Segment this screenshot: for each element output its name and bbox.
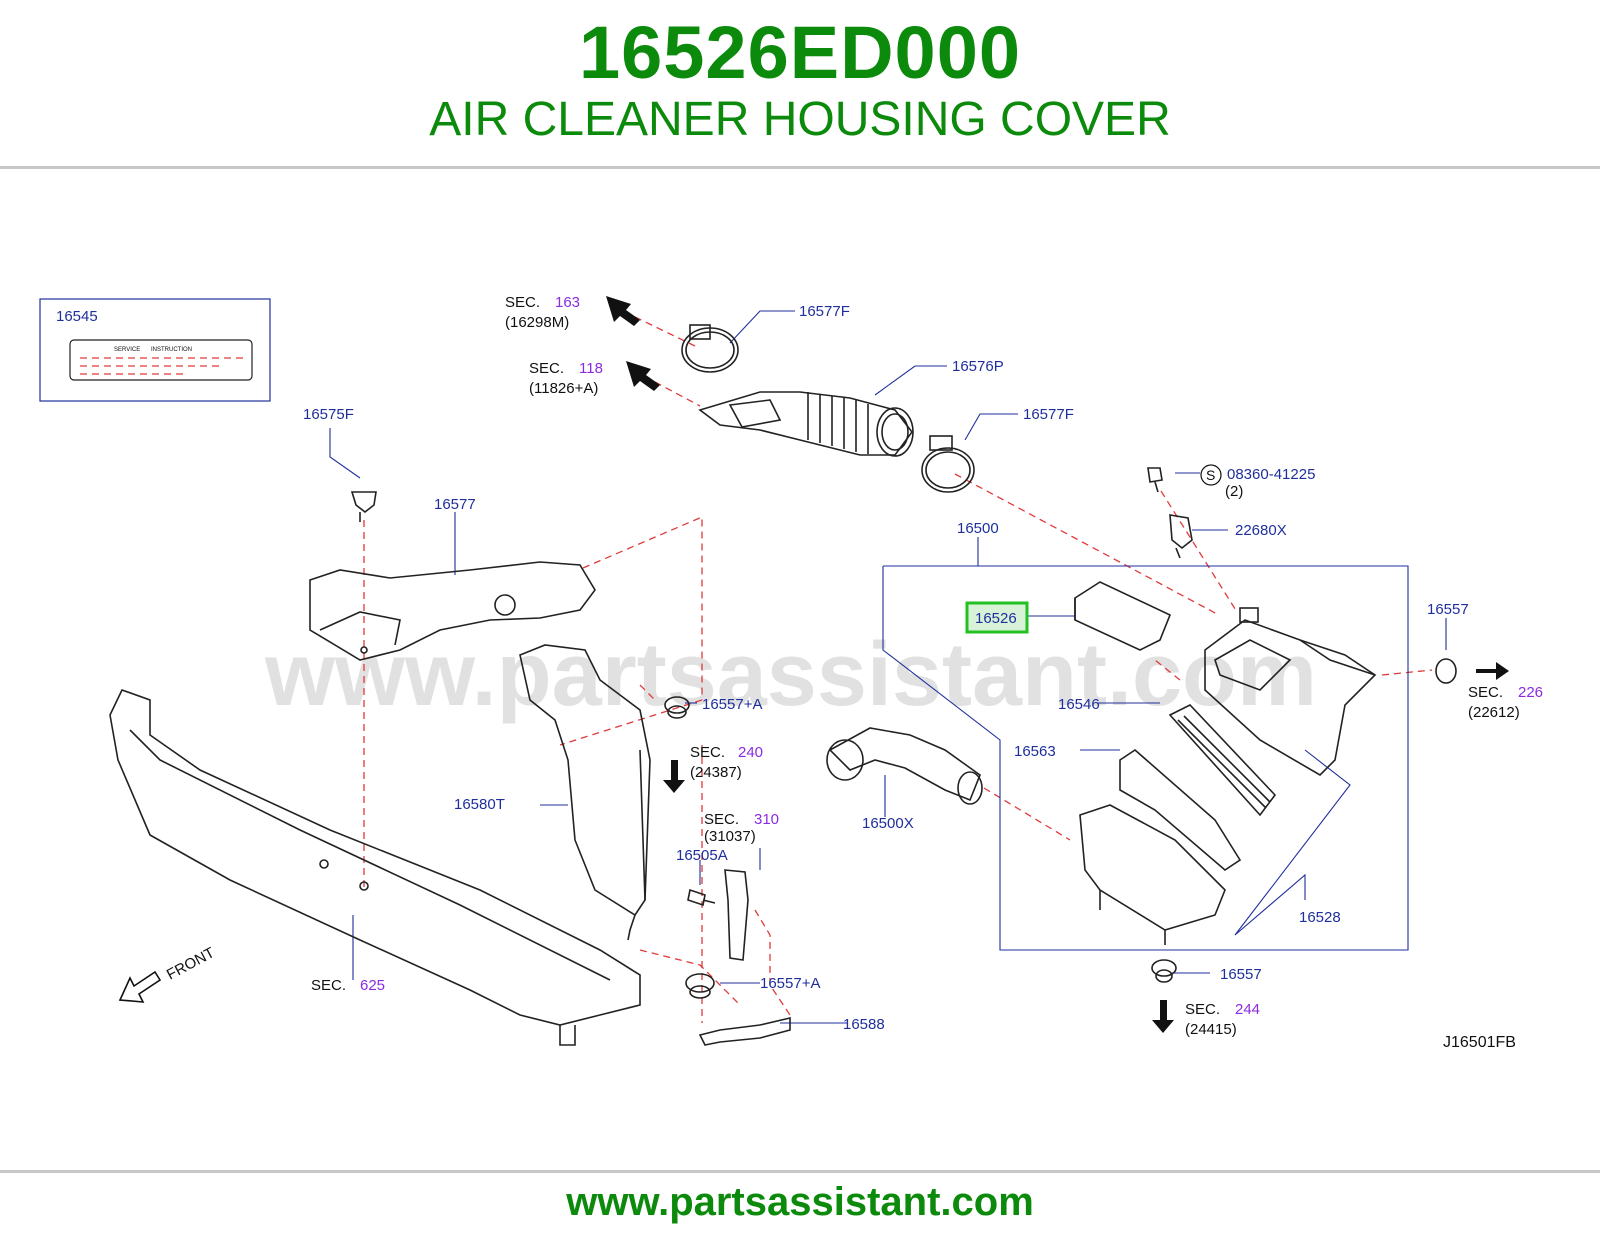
direction-arrows <box>118 296 1509 1033</box>
label-16557A-upper[interactable]: 16557+A <box>702 696 762 713</box>
sec-226-prefix: SEC. <box>1468 684 1503 701</box>
page-header: 16526ED000 AIR CLEANER HOUSING COVER <box>0 0 1600 168</box>
label-16505A[interactable]: 16505A <box>676 847 728 864</box>
bracket-16588[interactable] <box>698 1016 791 1046</box>
sec-163-number[interactable]: 163 <box>555 294 580 311</box>
element-16526[interactable] <box>1074 581 1172 651</box>
label-16557A-lower[interactable]: 16557+A <box>760 975 820 992</box>
label-16557-bottom[interactable]: 16557 <box>1220 966 1262 983</box>
label-16528[interactable]: 16528 <box>1299 909 1341 926</box>
air-cleaner-upper-housing[interactable] <box>1204 607 1377 777</box>
resonator-16580T[interactable] <box>519 644 651 941</box>
sec-240-prefix: SEC. <box>690 744 725 761</box>
bolt-08360-41225[interactable] <box>1147 467 1163 493</box>
air-duct-16577[interactable] <box>309 561 596 661</box>
sec-163-prefix: SEC. <box>505 294 540 311</box>
footer-website-link[interactable]: www.partsassistant.com <box>566 1180 1034 1224</box>
clip-16575F[interactable] <box>350 491 377 522</box>
label-16500[interactable]: 16500 <box>957 520 999 537</box>
leader-lines <box>329 310 1447 1024</box>
label-16545[interactable]: 16545 <box>56 308 98 325</box>
label-16526[interactable]: 16526 <box>975 610 1017 627</box>
sec-226-number[interactable]: 226 <box>1518 684 1543 701</box>
air-cleaner-lower-housing[interactable] <box>1079 804 1226 945</box>
grommet-16557-right[interactable] <box>1435 658 1457 684</box>
sec-625-prefix: SEC. <box>311 977 346 994</box>
diagram-code: J16501FB <box>1443 1034 1516 1051</box>
label-08360-41225[interactable]: 08360-41225 <box>1227 466 1315 483</box>
grommet-16557A-lower[interactable] <box>685 973 715 999</box>
part-number-title: 16526ED000 <box>578 11 1022 94</box>
part-name-subtitle: AIR CLEANER HOUSING COVER <box>429 93 1171 146</box>
bolt-16505A[interactable] <box>687 888 716 907</box>
core-support-sec-625[interactable] <box>109 689 641 1046</box>
label-16580T[interactable]: 16580T <box>454 796 505 813</box>
sec-240-sub: (24387) <box>690 764 742 781</box>
label-16500X[interactable]: 16500X <box>862 815 914 832</box>
sec-310-prefix: SEC. <box>704 811 739 828</box>
filter-element-16546[interactable] <box>1168 704 1277 817</box>
sec-310-sub: (31037) <box>704 828 756 845</box>
sec-244-number[interactable]: 244 <box>1235 1001 1260 1018</box>
caution-text-instruction: INSTRUCTION <box>151 347 192 353</box>
footer-divider <box>0 1170 1600 1173</box>
sec-244-sub: (24415) <box>1185 1021 1237 1038</box>
label-08360-qty: (2) <box>1225 483 1243 500</box>
label-16577F-upper[interactable]: 16577F <box>799 303 850 320</box>
watermark-text: www.partsassistant.com <box>264 625 1317 725</box>
label-16577F-lower[interactable]: 16577F <box>1023 406 1074 423</box>
air-duct-16500X[interactable] <box>826 727 983 805</box>
header-divider <box>0 166 1600 169</box>
grommet-16557A-upper[interactable] <box>664 696 690 719</box>
sec-118-sub: (11826+A) <box>529 380 598 397</box>
label-16575F[interactable]: 16575F <box>303 406 354 423</box>
hose-clamp-16577F-upper[interactable] <box>681 324 739 373</box>
sec-163-sub: (16298M) <box>505 314 569 331</box>
front-direction-label: FRONT <box>164 944 218 983</box>
label-16576P[interactable]: 16576P <box>952 358 1004 375</box>
label-16577[interactable]: 16577 <box>434 496 476 513</box>
caution-text-service: SERVICE <box>114 347 140 353</box>
sec-240-number[interactable]: 240 <box>738 744 763 761</box>
mass-air-flow-sensor-22680X[interactable] <box>1169 514 1193 559</box>
grommet-16557-bottom[interactable] <box>1151 959 1177 983</box>
s-symbol: S <box>1206 467 1215 483</box>
sec-118-number[interactable]: 118 <box>579 360 603 377</box>
label-16588[interactable]: 16588 <box>843 1016 885 1033</box>
intake-duct-16576P[interactable] <box>698 391 914 457</box>
frame-16563[interactable] <box>1119 748 1242 872</box>
bracket-310[interactable] <box>724 869 749 961</box>
label-16557-right[interactable]: 16557 <box>1427 601 1469 618</box>
sec-625-number[interactable]: 625 <box>360 977 385 994</box>
caution-label-box[interactable] <box>39 298 271 402</box>
label-16546[interactable]: 16546 <box>1058 696 1100 713</box>
label-16563[interactable]: 16563 <box>1014 743 1056 760</box>
connection-lines <box>363 316 1433 1023</box>
sec-310-number[interactable]: 310 <box>754 811 779 828</box>
hose-clamp-16577F-lower[interactable] <box>921 435 975 493</box>
highlight-box-16526[interactable] <box>965 601 1029 634</box>
label-22680X[interactable]: 22680X <box>1235 522 1287 539</box>
sec-226-sub: (22612) <box>1468 704 1520 721</box>
sec-118-prefix: SEC. <box>529 360 564 377</box>
sec-244-prefix: SEC. <box>1185 1001 1220 1018</box>
s-symbol-circle <box>1200 464 1222 486</box>
